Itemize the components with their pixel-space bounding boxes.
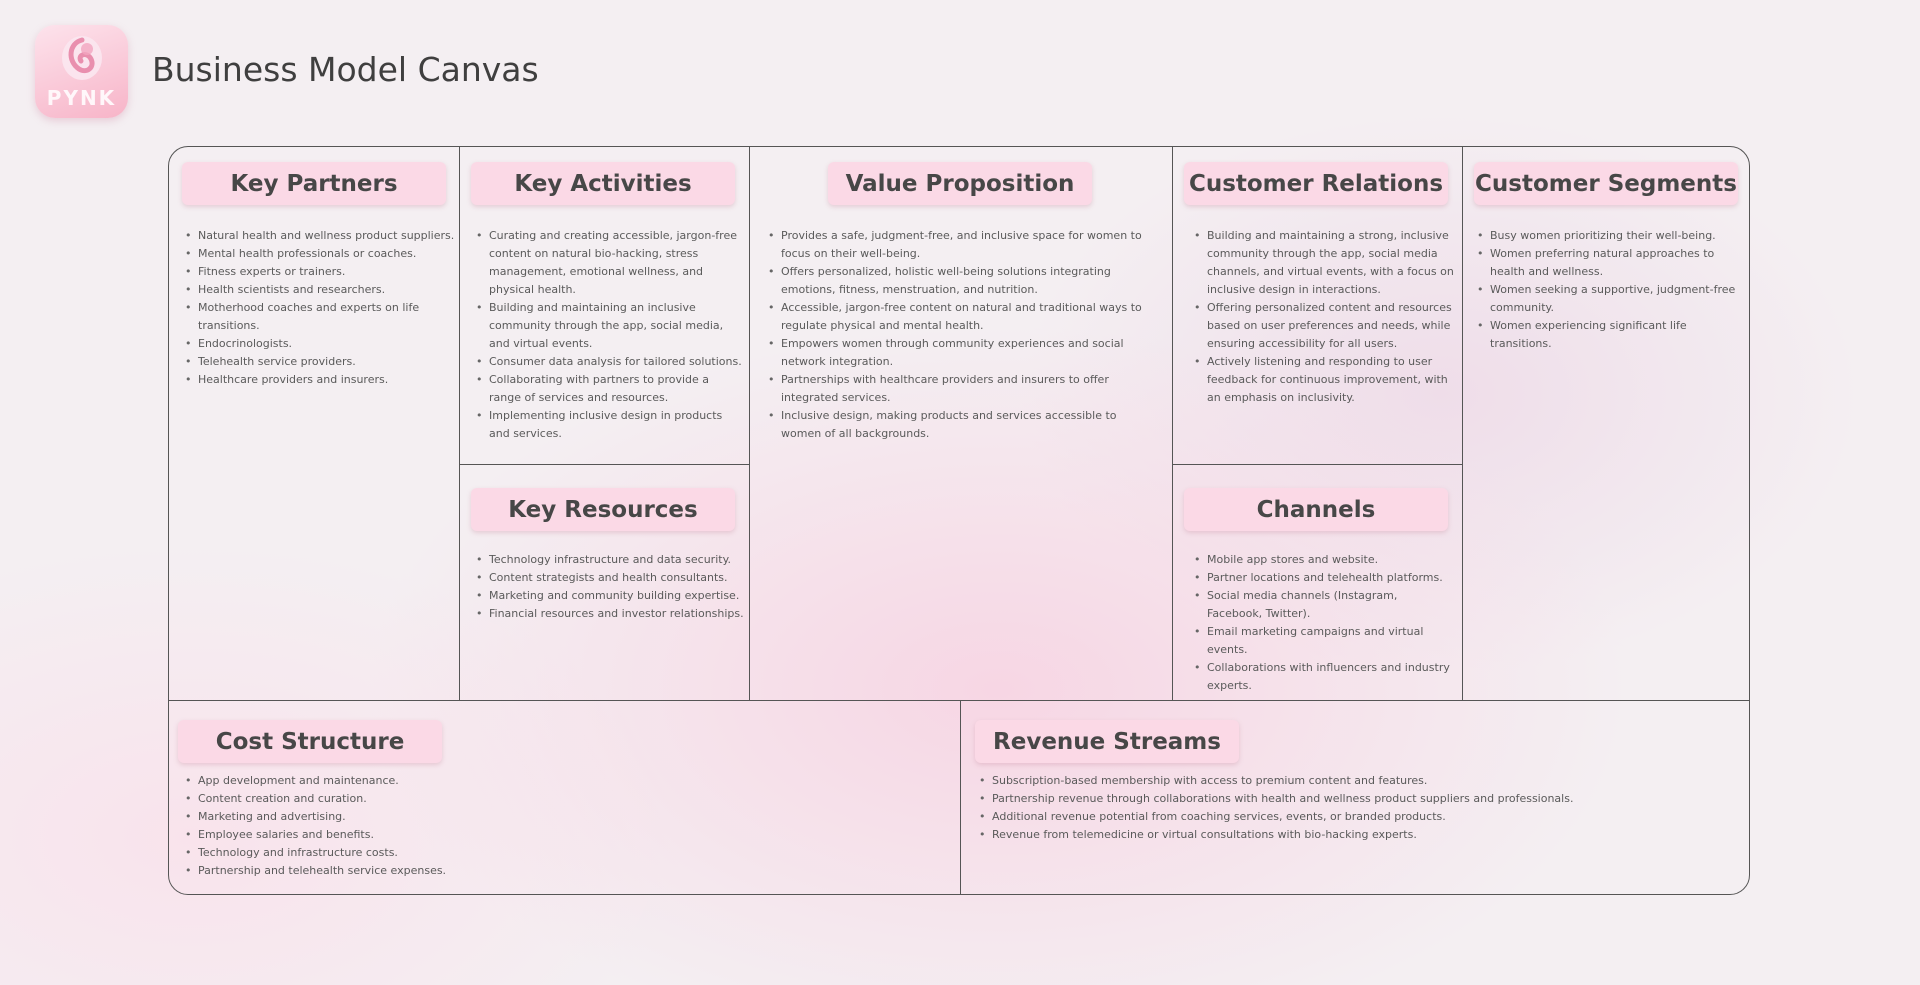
list-item: Women experiencing significant life tran… bbox=[1477, 317, 1741, 353]
customer-segments-block: Customer Segments Busy women prioritizin… bbox=[1462, 147, 1749, 700]
list-item: Partnerships with healthcare providers a… bbox=[768, 371, 1160, 407]
key-resources-block: Key Resources Technology infrastructure … bbox=[459, 464, 749, 700]
list-item: Building and maintaining a strong, inclu… bbox=[1194, 227, 1456, 299]
list-item: Empowers women through community experie… bbox=[768, 335, 1160, 371]
list-item: Busy women prioritizing their well-being… bbox=[1477, 227, 1741, 245]
list-item: Provides a safe, judgment-free, and incl… bbox=[768, 227, 1160, 263]
list-item: Partnership and telehealth service expen… bbox=[185, 862, 945, 880]
customer-segments-title: Customer Segments bbox=[1474, 162, 1738, 205]
list-item: Additional revenue potential from coachi… bbox=[979, 808, 1739, 826]
list-item: Email marketing campaigns and virtual ev… bbox=[1194, 623, 1456, 659]
key-activities-list: Curating and creating accessible, jargon… bbox=[476, 227, 744, 443]
value-proposition-list: Provides a safe, judgment-free, and incl… bbox=[768, 227, 1160, 443]
list-item: Collaborating with partners to provide a… bbox=[476, 371, 744, 407]
pynk-logo-icon bbox=[62, 36, 102, 80]
list-item: Financial resources and investor relatio… bbox=[476, 605, 744, 623]
key-activities-block: Key Activities Curating and creating acc… bbox=[459, 147, 749, 464]
list-item: Telehealth service providers. bbox=[185, 353, 455, 371]
cost-structure-title: Cost Structure bbox=[178, 720, 442, 763]
list-item: Partnership revenue through collaboratio… bbox=[979, 790, 1739, 808]
business-model-canvas: Key Partners Natural health and wellness… bbox=[168, 146, 1750, 895]
list-item: Marketing and advertising. bbox=[185, 808, 945, 826]
key-resources-title: Key Resources bbox=[471, 488, 735, 531]
list-item: Offering personalized content and resour… bbox=[1194, 299, 1456, 353]
list-item: Technology infrastructure and data secur… bbox=[476, 551, 744, 569]
revenue-streams-block: Revenue Streams Subscription-based membe… bbox=[960, 700, 1749, 894]
list-item: Revenue from telemedicine or virtual con… bbox=[979, 826, 1739, 844]
list-item: Curating and creating accessible, jargon… bbox=[476, 227, 744, 299]
list-item: Endocrinologists. bbox=[185, 335, 455, 353]
customer-segments-list: Busy women prioritizing their well-being… bbox=[1477, 227, 1741, 353]
list-item: Technology and infrastructure costs. bbox=[185, 844, 945, 862]
customer-relations-list: Building and maintaining a strong, inclu… bbox=[1194, 227, 1456, 407]
list-item: Offers personalized, holistic well-being… bbox=[768, 263, 1160, 299]
key-activities-title: Key Activities bbox=[471, 162, 735, 205]
cost-structure-block: Cost Structure App development and maint… bbox=[169, 700, 960, 894]
list-item: Women preferring natural approaches to h… bbox=[1477, 245, 1741, 281]
key-partners-block: Key Partners Natural health and wellness… bbox=[169, 147, 459, 700]
list-item: Content creation and curation. bbox=[185, 790, 945, 808]
value-proposition-title: Value Proposition bbox=[828, 162, 1092, 205]
list-item: App development and maintenance. bbox=[185, 772, 945, 790]
list-item: Actively listening and responding to use… bbox=[1194, 353, 1456, 407]
value-proposition-block: Value Proposition Provides a safe, judgm… bbox=[749, 147, 1172, 700]
list-item: Building and maintaining an inclusive co… bbox=[476, 299, 744, 353]
list-item: Healthcare providers and insurers. bbox=[185, 371, 455, 389]
list-item: Accessible, jargon-free content on natur… bbox=[768, 299, 1160, 335]
list-item: Fitness experts or trainers. bbox=[185, 263, 455, 281]
customer-relations-block: Customer Relations Building and maintain… bbox=[1172, 147, 1462, 464]
app-logo: PYNK bbox=[35, 25, 128, 118]
list-item: Partner locations and telehealth platfor… bbox=[1194, 569, 1456, 587]
channels-list: Mobile app stores and website. Partner l… bbox=[1194, 551, 1456, 695]
list-item: Inclusive design, making products and se… bbox=[768, 407, 1160, 443]
list-item: Marketing and community building experti… bbox=[476, 587, 744, 605]
list-item: Social media channels (Instagram, Facebo… bbox=[1194, 587, 1456, 623]
list-item: Health scientists and researchers. bbox=[185, 281, 455, 299]
channels-title: Channels bbox=[1184, 488, 1448, 531]
key-partners-list: Natural health and wellness product supp… bbox=[185, 227, 455, 389]
list-item: Content strategists and health consultan… bbox=[476, 569, 744, 587]
logo-text: PYNK bbox=[46, 86, 117, 110]
revenue-streams-title: Revenue Streams bbox=[975, 720, 1239, 763]
list-item: Motherhood coaches and experts on life t… bbox=[185, 299, 455, 335]
customer-relations-title: Customer Relations bbox=[1184, 162, 1448, 205]
revenue-streams-list: Subscription-based membership with acces… bbox=[979, 772, 1739, 844]
list-item: Mental health professionals or coaches. bbox=[185, 245, 455, 263]
key-partners-title: Key Partners bbox=[182, 162, 446, 205]
list-item: Consumer data analysis for tailored solu… bbox=[476, 353, 744, 371]
list-item: Employee salaries and benefits. bbox=[185, 826, 945, 844]
page-title: Business Model Canvas bbox=[152, 50, 539, 89]
list-item: Mobile app stores and website. bbox=[1194, 551, 1456, 569]
list-item: Collaborations with influencers and indu… bbox=[1194, 659, 1456, 695]
list-item: Implementing inclusive design in product… bbox=[476, 407, 744, 443]
key-resources-list: Technology infrastructure and data secur… bbox=[476, 551, 744, 623]
list-item: Subscription-based membership with acces… bbox=[979, 772, 1739, 790]
channels-block: Channels Mobile app stores and website. … bbox=[1172, 464, 1462, 700]
cost-structure-list: App development and maintenance. Content… bbox=[185, 772, 945, 880]
list-item: Natural health and wellness product supp… bbox=[185, 227, 455, 245]
list-item: Women seeking a supportive, judgment-fre… bbox=[1477, 281, 1741, 317]
